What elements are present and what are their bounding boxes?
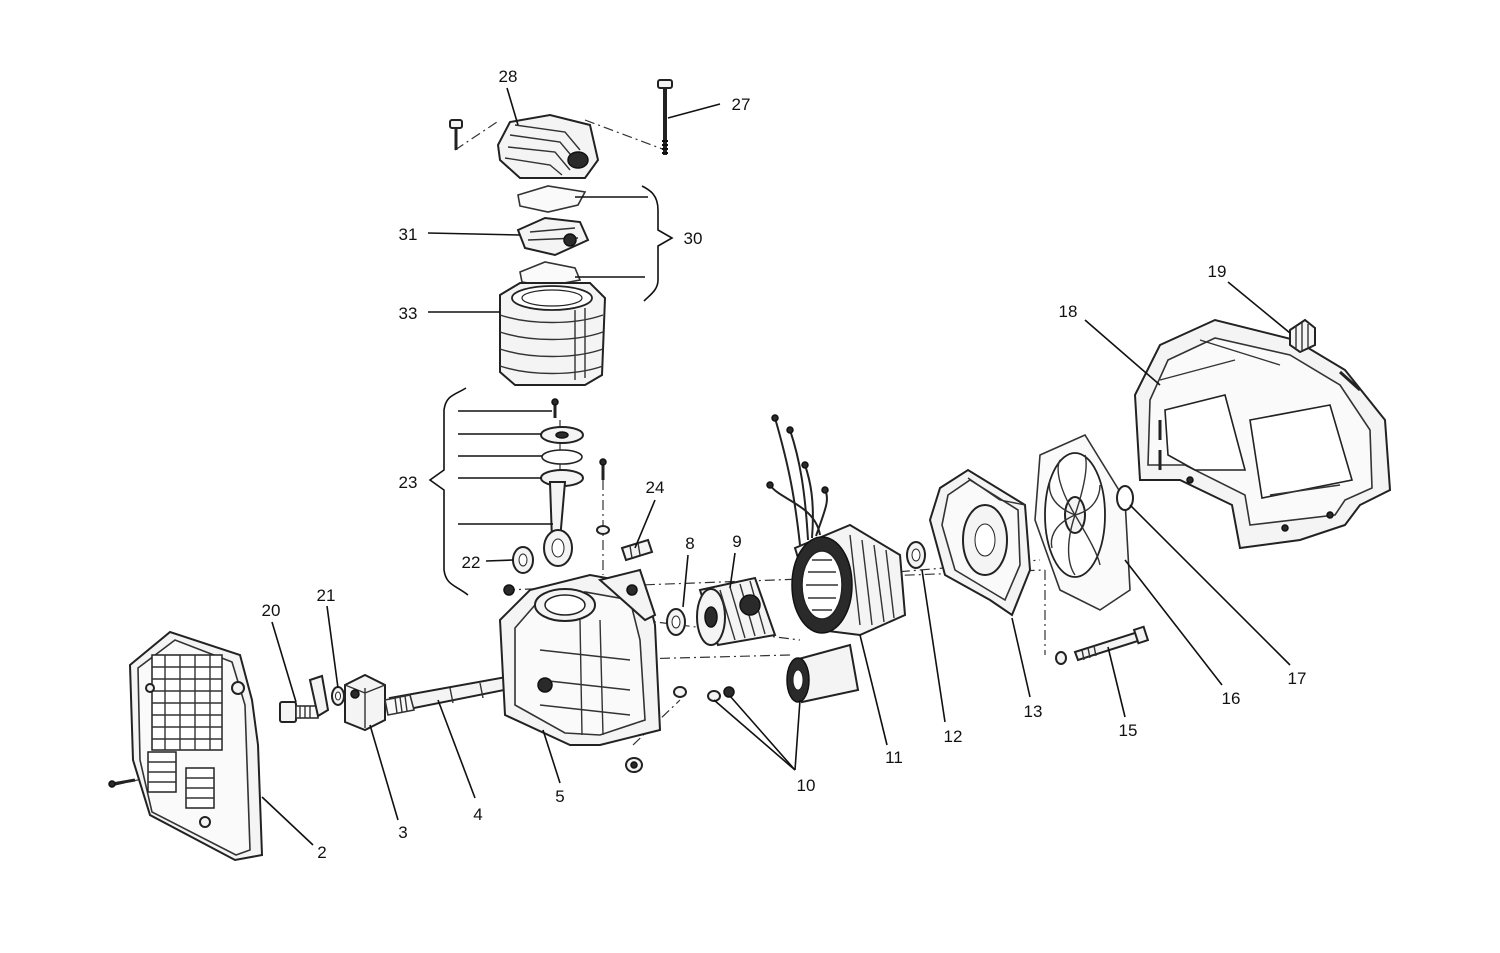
callout-3: 3: [398, 823, 407, 842]
callout-24: 24: [646, 478, 665, 497]
clip-17: [1116, 485, 1134, 511]
callout-10: 10: [797, 776, 816, 795]
callout-16: 16: [1222, 689, 1241, 708]
rear-shroud-18: [1133, 318, 1392, 550]
callout-27: 27: [732, 95, 751, 114]
washer-21: [331, 686, 345, 706]
callout-20: 20: [262, 601, 281, 620]
capacitor-10: [707, 643, 860, 704]
bearing-12: [906, 541, 926, 569]
pin-24: [596, 458, 654, 562]
callout-21: 21: [317, 586, 336, 605]
front-shroud: [108, 630, 264, 862]
connecting-rod-assembly-23: [540, 398, 584, 567]
callout-22: 22: [462, 553, 481, 572]
cylinder-33: [499, 282, 607, 386]
callout-23: 23: [399, 473, 418, 492]
callout-28: 28: [499, 67, 518, 86]
fan-16: [1034, 433, 1131, 611]
callout-19: 19: [1208, 262, 1227, 281]
bearing-22: [503, 546, 534, 596]
leader-lines: [261, 87, 1291, 846]
callout-4: 4: [473, 805, 482, 824]
callout-2: 2: [317, 843, 326, 862]
crankcase-5: [498, 568, 687, 773]
valve-plate-group: [516, 185, 590, 287]
callout-5: 5: [555, 787, 564, 806]
callout-12: 12: [944, 727, 963, 746]
callout-18: 18: [1059, 302, 1078, 321]
callout-11: 11: [885, 748, 903, 767]
bearing-8: [666, 608, 686, 636]
end-bracket-13: [928, 468, 1032, 617]
callout-labels: 2 3 4 5 8 9 10 11 12 13 15 16 17 18 19 2…: [262, 67, 1307, 862]
callout-30: 30: [684, 229, 703, 248]
cap-19: [1289, 318, 1316, 354]
cylinder-head-28: [449, 113, 600, 179]
callout-31: 31: [399, 225, 418, 244]
block-3: [344, 673, 386, 732]
stator-11: [766, 414, 907, 637]
callout-15: 15: [1119, 721, 1138, 740]
callout-8: 8: [685, 534, 694, 553]
bolt-15: [1055, 625, 1150, 665]
callout-9: 9: [732, 532, 741, 551]
callout-33: 33: [399, 304, 418, 323]
bolt-20: [279, 674, 330, 723]
callout-13: 13: [1024, 702, 1043, 721]
rotor-9: [696, 576, 777, 647]
callout-17: 17: [1288, 669, 1307, 688]
head-bolt-27: [657, 79, 673, 155]
